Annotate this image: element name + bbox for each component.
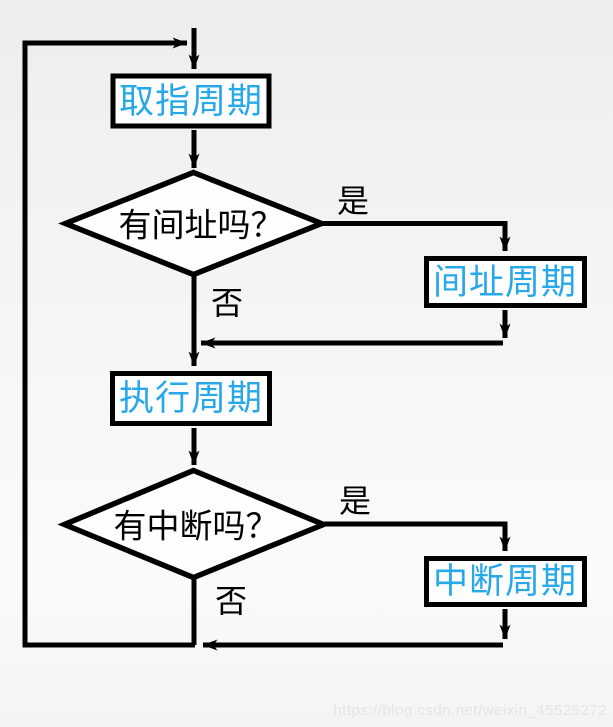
watermark-url: https://blog.csdn.net/weixin_45525272 [333, 702, 607, 719]
decision-has-interrupt-label: 有中断吗？ [114, 507, 279, 546]
node-execute-cycle-label: 执行周期 [119, 379, 263, 419]
edge-label-no-interrupt: 否 [215, 582, 247, 620]
node-fetch-cycle [110, 73, 272, 129]
edge-loop-back [22, 37, 195, 648]
edge-label-yes-indirect: 是 [337, 182, 369, 220]
node-indirect-cycle [424, 256, 587, 308]
node-execute-cycle [110, 371, 272, 426]
edge-yes-to-indirect-cycle [322, 221, 511, 252]
decision-has-interrupt-diamond [57, 467, 331, 581]
node-interrupt-cycle [424, 556, 587, 607]
decision-has-indirect-diamond [58, 169, 329, 278]
node-interrupt-cycle-label: 中断周期 [433, 562, 577, 602]
edge-yes-to-interrupt-cycle [324, 521, 511, 552]
edge-label-no-indirect: 否 [211, 284, 243, 322]
node-fetch-cycle-label: 取指周期 [119, 82, 263, 122]
decision-has-indirect-label: 有间址吗？ [119, 206, 284, 245]
edge-label-yes-interrupt: 是 [339, 482, 371, 520]
node-indirect-cycle-label: 间址周期 [433, 263, 577, 303]
